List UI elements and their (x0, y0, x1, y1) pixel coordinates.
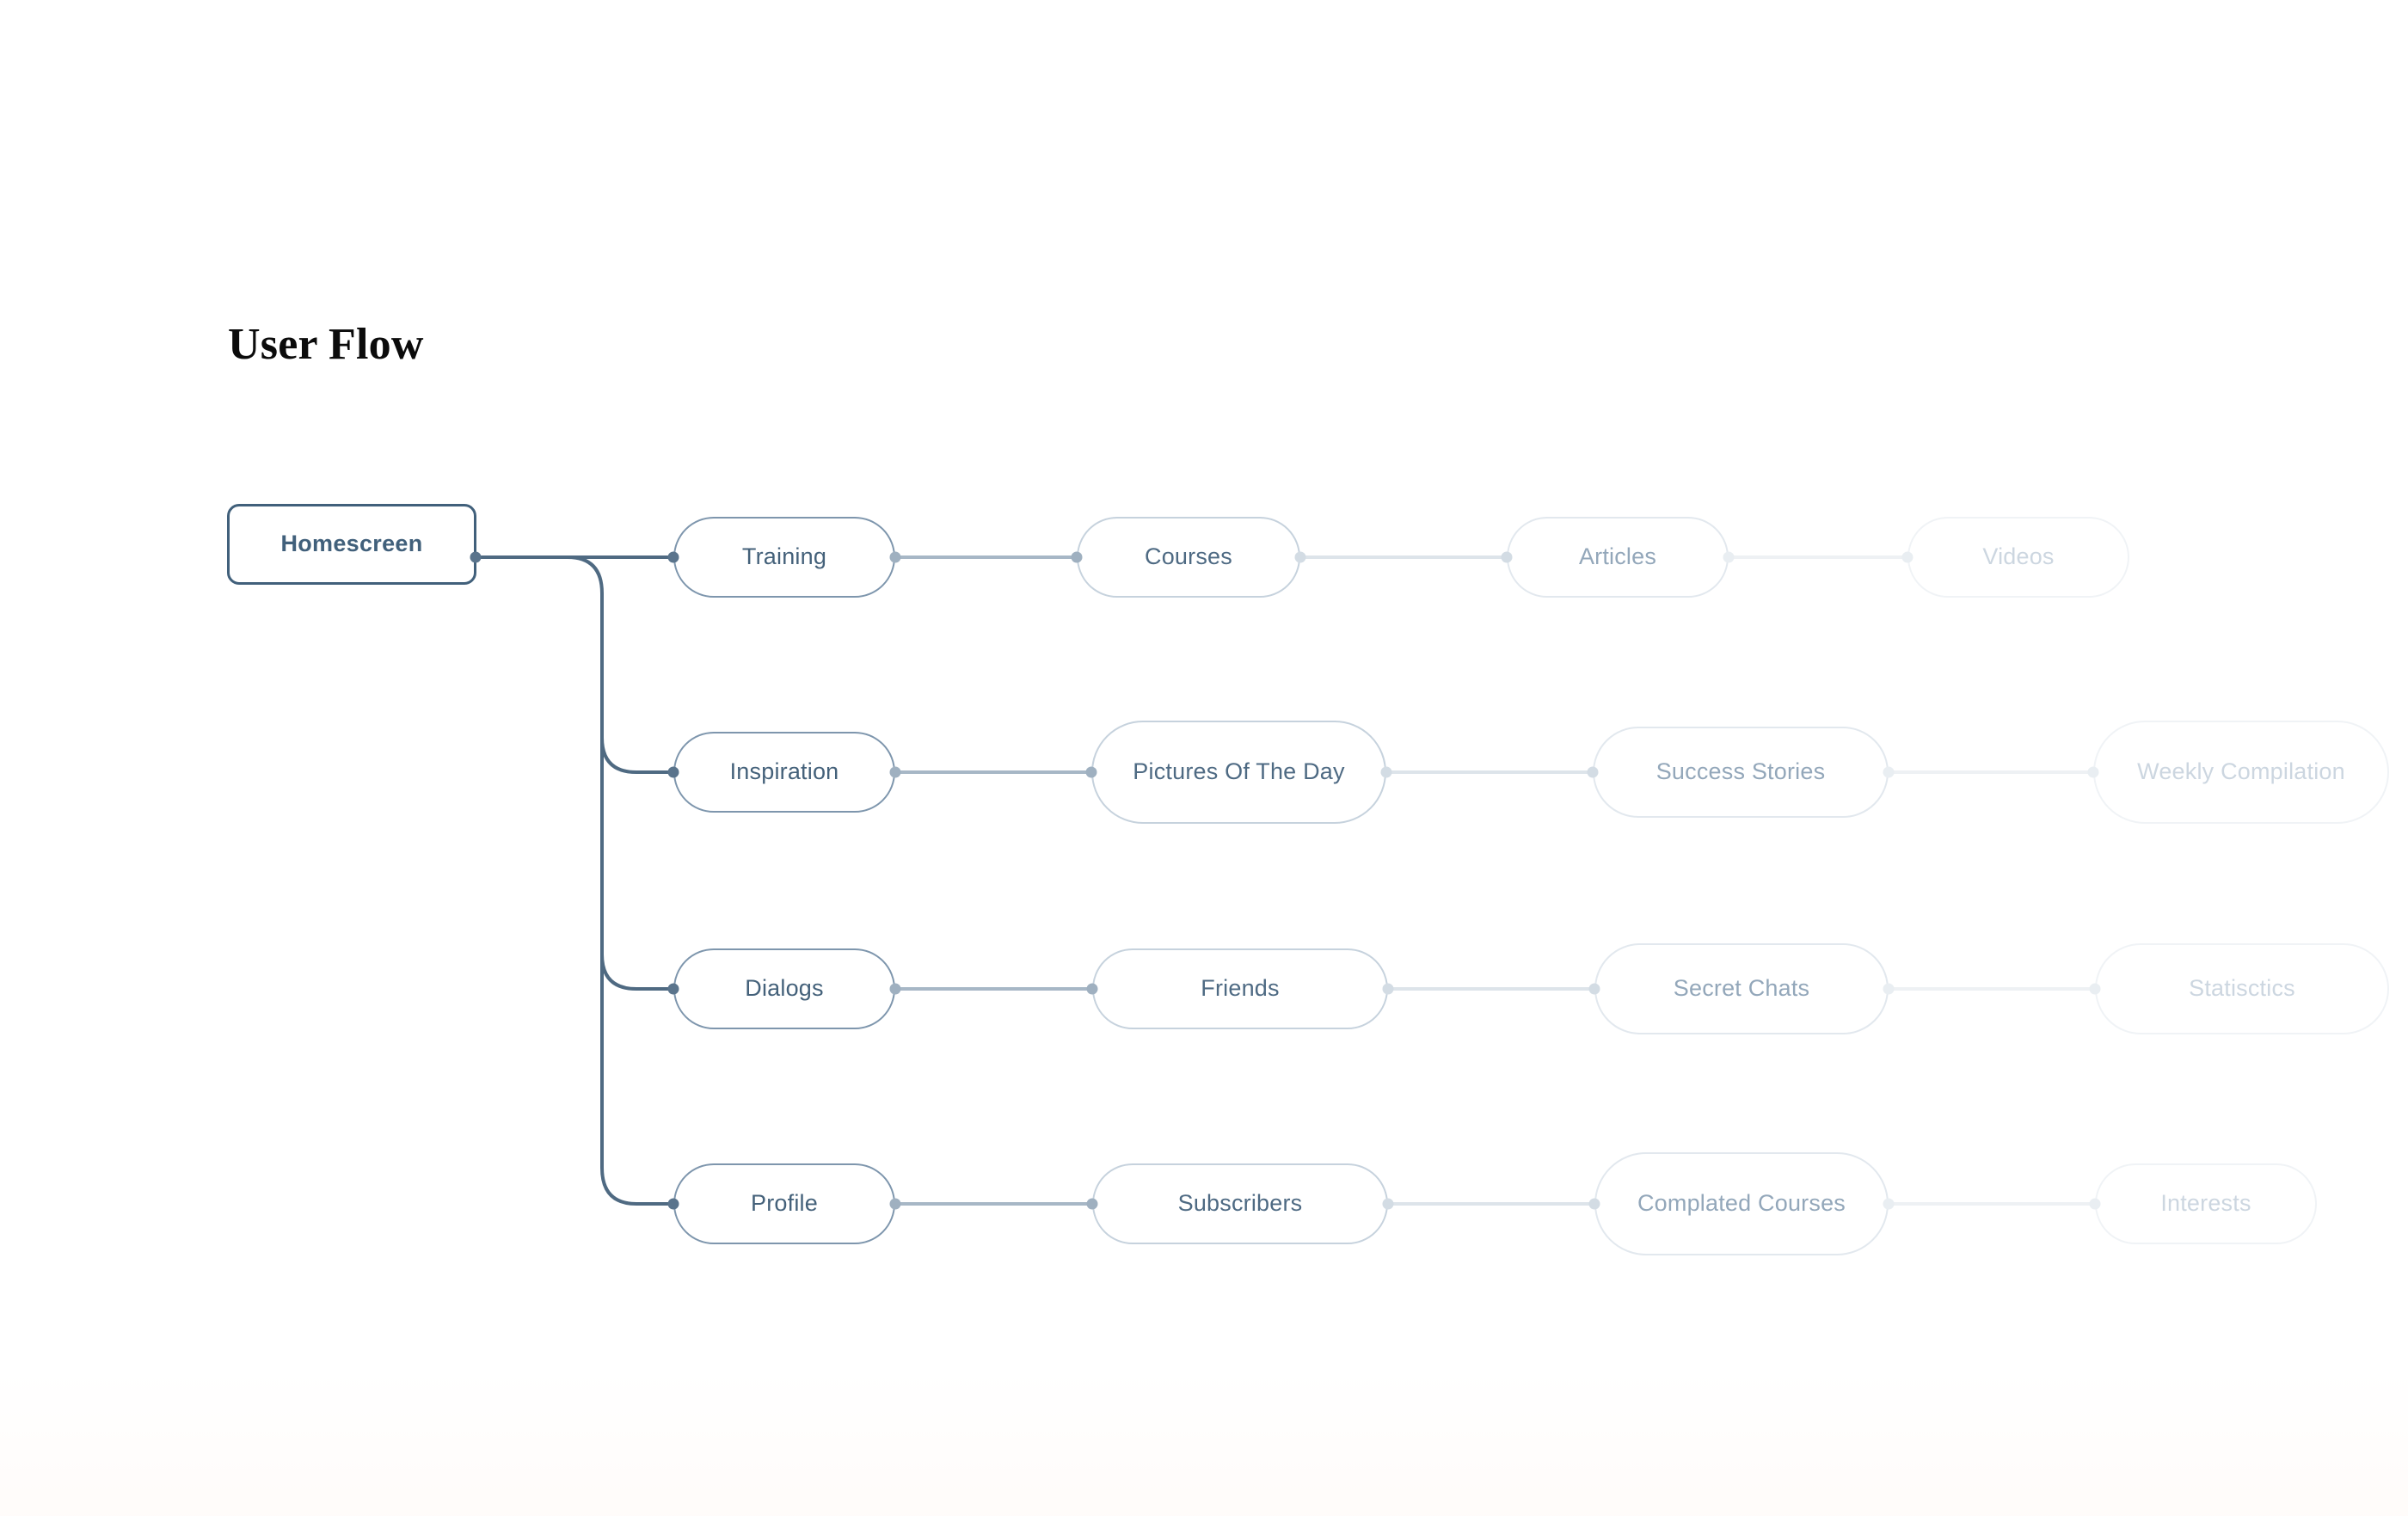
node-interests[interactable]: Interests (2095, 1163, 2317, 1244)
node-statisctics[interactable]: Statisctics (2095, 943, 2389, 1034)
node-courses[interactable]: Courses (1077, 517, 1300, 598)
connector-dot-subscribers-out (1382, 1198, 1394, 1210)
connector-dot-profile-in (667, 1198, 679, 1210)
node-label: Pictures Of The Day (1133, 758, 1345, 785)
connector-dot-dialogs-out (889, 983, 901, 995)
node-dialogs[interactable]: Dialogs (673, 948, 895, 1029)
connector-dot-courses-out (1294, 551, 1306, 563)
connector-dot-pictures-in (1085, 766, 1097, 778)
connector-dot-videos-in (1901, 551, 1914, 563)
connector-dot-profile-out (889, 1198, 901, 1210)
bottom-tint (0, 1370, 2408, 1516)
node-friends[interactable]: Friends (1092, 948, 1388, 1029)
node-label: Secret Chats (1673, 975, 1810, 1002)
node-label: Success Stories (1656, 758, 1826, 785)
connector-dot-inspiration-in (667, 766, 679, 778)
node-label: Profile (751, 1190, 818, 1217)
node-label: Complated Courses (1637, 1190, 1846, 1217)
node-homescreen[interactable]: Homescreen (227, 504, 476, 585)
connector-dot-success-out (1883, 766, 1895, 778)
connector-dot-dialogs-in (667, 983, 679, 995)
wire-spine-dialogs (600, 953, 675, 991)
node-label: Inspiration (729, 758, 839, 785)
connector-dot-homescreen-out (470, 551, 482, 563)
connector-dot-training-out (889, 551, 901, 563)
connector-dot-subscribers-in (1086, 1198, 1098, 1210)
node-training[interactable]: Training (673, 517, 895, 598)
node-subscribers[interactable]: Subscribers (1092, 1163, 1388, 1244)
node-complated-courses[interactable]: Complated Courses (1594, 1152, 1889, 1255)
node-secret-chats[interactable]: Secret Chats (1594, 943, 1889, 1034)
connector-dot-complated-in (1588, 1198, 1600, 1210)
node-inspiration[interactable]: Inspiration (673, 732, 895, 813)
node-label: Training (741, 543, 827, 570)
connector-dot-articles-in (1501, 551, 1513, 563)
connector-dot-friends-out (1382, 983, 1394, 995)
node-articles[interactable]: Articles (1507, 517, 1729, 598)
connector-dot-courses-in (1071, 551, 1083, 563)
connector-dot-pictures-out (1380, 766, 1392, 778)
node-pictures-of-the-day[interactable]: Pictures Of The Day (1091, 721, 1386, 824)
connector-dot-complated-out (1883, 1198, 1895, 1210)
node-videos[interactable]: Videos (1907, 517, 2129, 598)
page-title: User Flow (228, 320, 424, 369)
node-success-stories[interactable]: Success Stories (1593, 727, 1889, 818)
connector-dot-friends-in (1086, 983, 1098, 995)
node-label: Courses (1145, 543, 1232, 570)
connector-dot-articles-out (1723, 551, 1735, 563)
node-weekly-compilation[interactable]: Weekly Compilation (2093, 721, 2389, 824)
node-label: Friends (1201, 975, 1280, 1002)
node-profile[interactable]: Profile (673, 1163, 895, 1244)
connector-dot-interests-in (2089, 1198, 2101, 1210)
node-label: Homescreen (280, 531, 423, 557)
connector-dot-statisctics-in (2089, 983, 2101, 995)
connector-dot-secretchats-out (1883, 983, 1895, 995)
node-label: Videos (1982, 543, 2055, 570)
node-label: Articles (1578, 543, 1657, 570)
node-label: Dialogs (745, 975, 824, 1002)
node-label: Weekly Compilation (2137, 758, 2345, 785)
wire-spine-inspiration (600, 736, 675, 774)
wire-root-spine (474, 555, 675, 1206)
connector-dot-inspiration-out (889, 766, 901, 778)
node-label: Statisctics (2189, 975, 2295, 1002)
node-label: Subscribers (1177, 1190, 1303, 1217)
connector-dot-weekly-in (2087, 766, 2099, 778)
connector-dot-success-in (1587, 766, 1599, 778)
connector-dot-secretchats-in (1588, 983, 1600, 995)
connector-dot-training-in (667, 551, 679, 563)
node-label: Interests (2160, 1190, 2251, 1217)
